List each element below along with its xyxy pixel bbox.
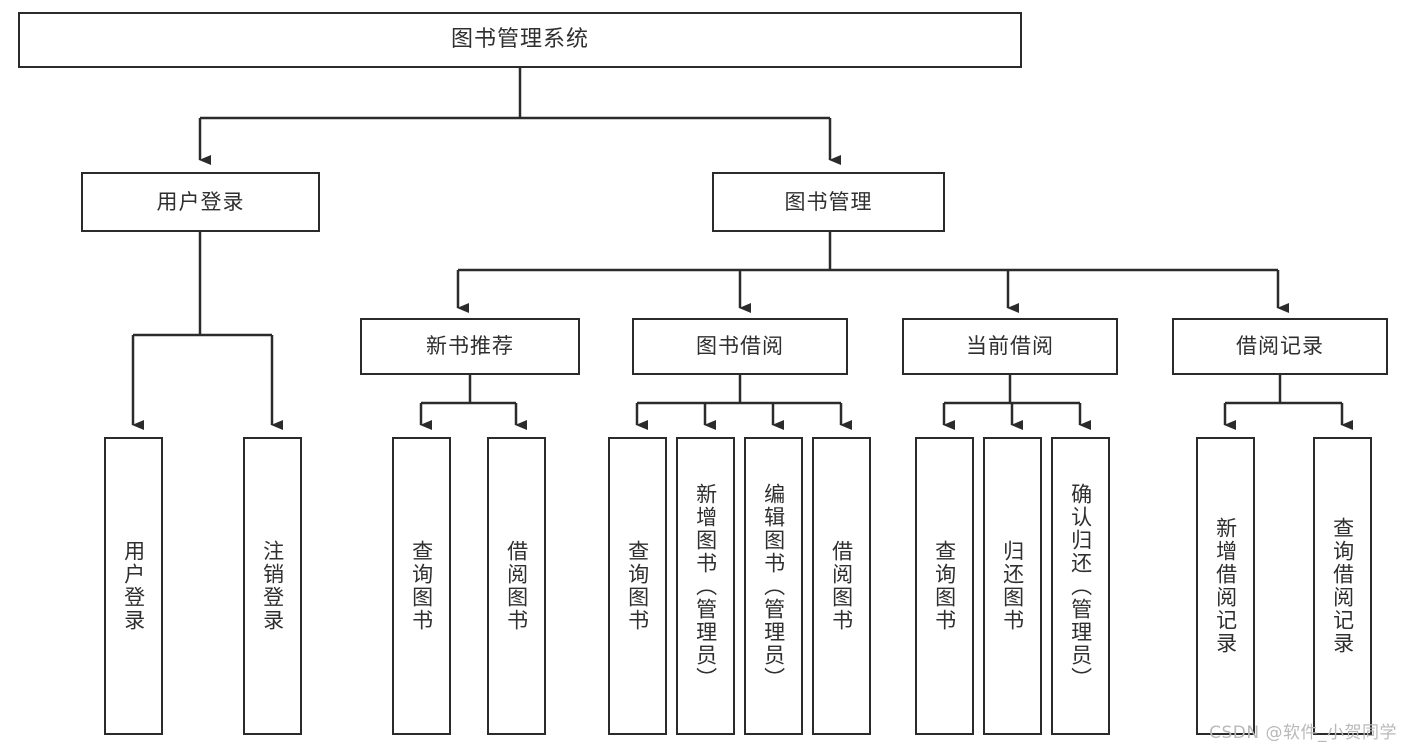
leaf-book-borrow-query-book[interactable]: 查询图书 <box>608 437 667 735</box>
leaf-label: 查询图书 <box>625 540 650 632</box>
leaf-label: 编辑图书（管理员） <box>761 482 786 690</box>
leaf-label: 查询图书 <box>932 540 957 632</box>
node-book-borrow[interactable]: 图书借阅 <box>632 318 848 375</box>
leaf-borrow-record-add-record[interactable]: 新增借阅记录 <box>1196 437 1255 735</box>
leaf-current-borrow-query-book[interactable]: 查询图书 <box>915 437 974 735</box>
node-borrow-record[interactable]: 借阅记录 <box>1172 318 1388 375</box>
leaf-book-borrow-borrow-book[interactable]: 借阅图书 <box>812 437 871 735</box>
leaf-user-login-login[interactable]: 用户登录 <box>104 437 163 735</box>
node-user-login[interactable]: 用户登录 <box>81 172 320 232</box>
leaf-book-borrow-edit-book[interactable]: 编辑图书（管理员） <box>744 437 803 735</box>
leaf-user-login-logout[interactable]: 注销登录 <box>243 437 302 735</box>
leaf-label: 新增图书（管理员） <box>693 482 718 690</box>
leaf-current-borrow-confirm-return[interactable]: 确认归还（管理员） <box>1051 437 1110 735</box>
leaf-label: 新增借阅记录 <box>1213 517 1238 655</box>
leaf-label: 用户登录 <box>121 540 146 632</box>
watermark-text: CSDN @软件_小贺同学 <box>1209 723 1397 743</box>
leaf-label: 确认归还（管理员） <box>1068 482 1093 690</box>
leaf-label: 注销登录 <box>260 540 285 632</box>
leaf-label: 借阅图书 <box>504 540 529 632</box>
node-current-borrow[interactable]: 当前借阅 <box>902 318 1118 375</box>
node-root-system[interactable]: 图书管理系统 <box>18 12 1022 68</box>
leaf-label: 归还图书 <box>1000 540 1025 632</box>
leaf-borrow-record-query-record[interactable]: 查询借阅记录 <box>1313 437 1372 735</box>
leaf-current-borrow-return-book[interactable]: 归还图书 <box>983 437 1042 735</box>
leaf-label: 查询图书 <box>409 540 434 632</box>
leaf-new-book-query-book[interactable]: 查询图书 <box>392 437 451 735</box>
leaf-book-borrow-add-book[interactable]: 新增图书（管理员） <box>676 437 735 735</box>
node-book-management[interactable]: 图书管理 <box>712 172 945 232</box>
leaf-label: 查询借阅记录 <box>1330 517 1355 655</box>
leaf-label: 借阅图书 <box>829 540 854 632</box>
node-new-book-recommend[interactable]: 新书推荐 <box>360 318 580 375</box>
leaf-new-book-borrow-book[interactable]: 借阅图书 <box>487 437 546 735</box>
